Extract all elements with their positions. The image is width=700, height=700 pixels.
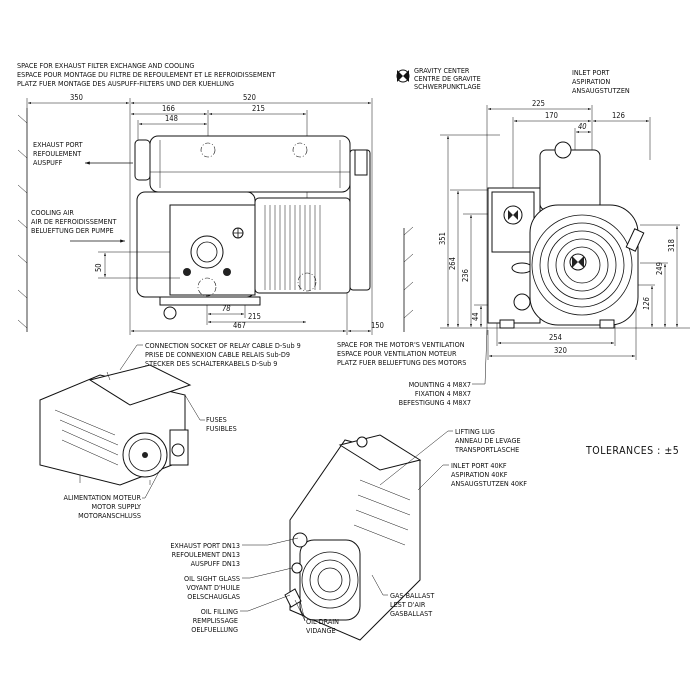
tolerances-note: TOLERANCES : ±5 [585, 445, 679, 457]
note-line: OIL DRAIN [306, 617, 339, 626]
note-line: OELFUELLUNG [191, 625, 238, 634]
note-line: VIDANGE [306, 626, 336, 635]
inlet-port-note: INLET PORT ASPIRATION ANSAUGSTUTZEN [572, 68, 630, 95]
note-line: SPACE FOR EXHAUST FILTER EXCHANGE AND CO… [17, 61, 194, 70]
cooling-air-note: COOLING AIR AIR DE REFROIDISSEMENT BELUE… [31, 208, 125, 243]
dimension-215-bottom: 215 [248, 312, 261, 321]
dimension-126-top: 126 [612, 111, 625, 120]
note-line: PLATZ FUER BELUEFTUNG DES MOTORS [337, 358, 466, 367]
dimension-320: 320 [554, 346, 567, 355]
note-line: ANSAUGSTUTZEN 40KF [451, 479, 527, 488]
dimension-318: 318 [667, 239, 676, 252]
exhaust-port-note: EXHAUST PORT REFOULEMENT AUSPUFF [33, 140, 133, 167]
dimension-78: 78 [222, 304, 231, 313]
note-line: BEFESTIGUNG 4 M8X7 [399, 398, 471, 407]
inlet-port-40kf-note: INLET PORT 40KF ASPIRATION 40KF ANSAUGST… [417, 461, 527, 491]
dimension-236: 236 [461, 269, 470, 282]
wall-hatch-right [403, 226, 414, 332]
dimension-126-right: 126 [642, 297, 651, 310]
note-line: EXHAUST PORT [33, 140, 83, 149]
note-line: ESPACE POUR MONTAGE DU FILTRE DE REFOULE… [17, 70, 275, 79]
note-line: STECKER DES SCHALTERKABELS D-Sub 9 [145, 359, 277, 368]
isometric-view-1: FUSES FUSIBLES ALIMENTATION MOTEUR MOTOR… [39, 364, 237, 520]
note-line: INLET PORT [572, 68, 609, 77]
note-line: TRANSPORTLASCHE [454, 445, 519, 454]
dimension-225: 225 [532, 99, 545, 108]
note-line: FUSIBLES [206, 424, 237, 433]
dimension-264: 264 [448, 257, 457, 270]
note-line: MOUNTING 4 M8X7 [409, 380, 471, 389]
note-line: AIR DE REFROIDISSEMENT [31, 217, 116, 226]
dimension-350: 350 [70, 93, 83, 102]
note-line: FUSES [206, 415, 227, 424]
dimension-50: 50 [94, 263, 103, 272]
note-line: ESPACE POUR VENTILATION MOTEUR [337, 349, 457, 358]
note-line: GRAVITY CENTER [414, 66, 470, 75]
note-line: SPACE FOR THE MOTOR'S VENTILATION [337, 340, 465, 349]
note-line: MOTORANSCHLUSS [78, 511, 141, 520]
wall-hatch-left [17, 108, 28, 332]
note-line: INLET PORT 40KF [451, 461, 507, 470]
mounting-note: MOUNTING 4 M8X7 FIXATION 4 M8X7 BEFESTIG… [399, 329, 488, 407]
dimension-166: 166 [162, 104, 175, 113]
note-line: OELSCHAUGLAS [187, 592, 240, 601]
note-line: COOLING AIR [31, 208, 74, 217]
note-line: CENTRE DE GRAVITE [414, 74, 481, 83]
note-line: OIL SIGHT GLASS [184, 574, 240, 583]
dimension-215-top: 215 [252, 104, 265, 113]
dimension-351: 351 [438, 232, 447, 245]
note-line: REFOULEMENT DN13 [172, 550, 240, 559]
dimension-150: 150 [371, 321, 384, 330]
dimension-520: 520 [243, 93, 256, 102]
note-line: LEST D'AIR [390, 600, 426, 609]
exhaust-space-note: SPACE FOR EXHAUST FILTER EXCHANGE AND CO… [17, 61, 275, 88]
gas-ballast-note: GAS BALLAST LEST D'AIR GASBALLAST [371, 574, 434, 618]
note-line: ANNEAU DE LEVAGE [455, 436, 521, 445]
note-line: ANSAUGSTUTZEN [572, 86, 630, 95]
gravity-center-legend: GRAVITY CENTER CENTRE DE GRAVITE SCHWERP… [396, 66, 481, 91]
note-line: ALIMENTATION MOTEUR [64, 493, 142, 502]
note-line: OIL FILLING [201, 607, 238, 616]
note-line: GASBALLAST [390, 609, 432, 618]
note-line: VOYANT D'HUILE [186, 583, 240, 592]
note-line: EXHAUST PORT DN13 [170, 541, 240, 550]
front-view: 225 170 126 40 351 264 236 44 249 318 12… [438, 99, 690, 360]
note-line: PLATZ FUER MONTAGE DES AUSPUFF-FILTERS U… [17, 79, 234, 88]
motor-ventilation-note: SPACE FOR THE MOTOR'S VENTILATION ESPACE… [337, 340, 466, 367]
dimension-40: 40 [578, 122, 587, 131]
isometric-view-2 [284, 434, 422, 641]
oil-drain-note: OIL DRAIN VIDANGE [294, 599, 339, 635]
side-view: 350 520 166 215 148 EXHAUST PORT [17, 93, 414, 335]
oil-sight-glass-note: OIL SIGHT GLASS VOYANT D'HUILE OELSCHAUG… [184, 567, 293, 601]
motor-supply-note: ALIMENTATION MOTEUR MOTOR SUPPLY MOTORAN… [64, 469, 161, 520]
note-line: AUSPUFF DN13 [191, 559, 240, 568]
exhaust-port-dn13-note: EXHAUST PORT DN13 REFOULEMENT DN13 AUSPU… [170, 537, 299, 568]
oil-filling-note: OIL FILLING REMPLISSAGE OELFUELLUNG [191, 594, 291, 634]
note-line: REFOULEMENT [33, 149, 81, 158]
dimension-148: 148 [165, 114, 178, 123]
pump-front-drawing [487, 141, 645, 329]
lifting-lug-note: LIFTING LUG ANNEAU DE LEVAGE TRANSPORTLA… [379, 427, 521, 486]
dimension-170: 170 [545, 111, 558, 120]
note-line: PRISE DE CONNEXION CABLE RELAIS Sub-D9 [145, 350, 290, 359]
note-line: SCHWERPUNKTLAGE [414, 82, 481, 91]
note-line: REMPLISSAGE [193, 616, 238, 625]
connection-socket-note: CONNECTION SOCKET OF RELAY CABLE D-Sub 9… [119, 341, 301, 371]
note-line: AUSPUFF [33, 158, 63, 167]
fuses-note: FUSES FUSIBLES [184, 394, 237, 433]
dimension-467: 467 [233, 321, 246, 330]
pump-side-drawing [134, 135, 371, 320]
gravity-center-icon [396, 69, 410, 83]
note-line: LIFTING LUG [455, 427, 495, 436]
note-line: GAS BALLAST [390, 591, 434, 600]
note-line: MOTOR SUPPLY [92, 502, 142, 511]
dimension-44: 44 [471, 312, 480, 321]
note-line: ASPIRATION [572, 77, 610, 86]
note-line: BELUEFTUNG DER PUMPE [31, 226, 114, 235]
dimension-254: 254 [549, 333, 562, 342]
note-line: FIXATION 4 M8X7 [415, 389, 471, 398]
dimension-249: 249 [655, 262, 664, 275]
note-line: CONNECTION SOCKET OF RELAY CABLE D-Sub 9 [145, 341, 301, 350]
note-line: ASPIRATION 40KF [451, 470, 508, 479]
